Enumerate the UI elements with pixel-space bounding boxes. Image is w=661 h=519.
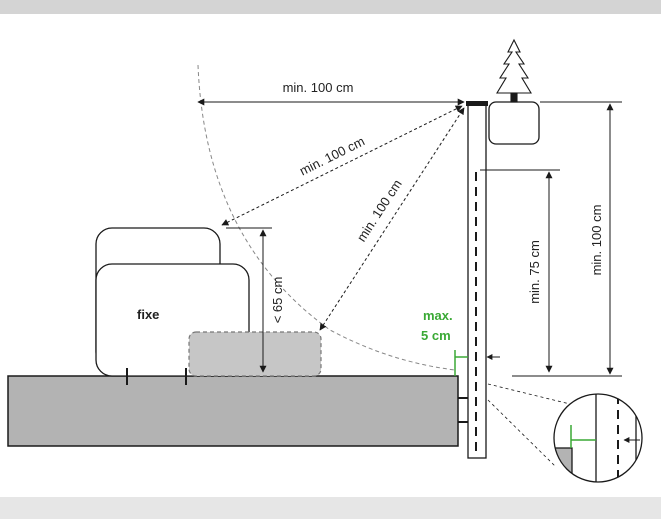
gap-max-label-line1: max. [423, 308, 453, 323]
gap-max-label-line2: 5 cm [421, 328, 451, 343]
movable-object [188, 331, 322, 377]
ground-slab [7, 375, 459, 447]
object-height-label: < 65 cm [270, 277, 285, 324]
reach-arc [197, 64, 456, 371]
total-height-label: min. 100 cm [589, 205, 604, 276]
fir-tree-icon [496, 38, 532, 103]
zoom-detail-circle [553, 393, 643, 483]
horizontal-distance-label: min. 100 cm [283, 80, 354, 95]
fixed-object-label: fixe [137, 307, 159, 322]
barrier-height-label: min. 75 cm [527, 240, 542, 304]
zoom-leader-top [487, 383, 571, 405]
planter-box [488, 101, 540, 145]
top-band [0, 0, 661, 14]
bottom-band [0, 497, 661, 519]
zoom-leader-bottom [487, 399, 556, 467]
fence-post [458, 101, 488, 459]
diagonal-to-ground-object-dim [319, 107, 465, 331]
